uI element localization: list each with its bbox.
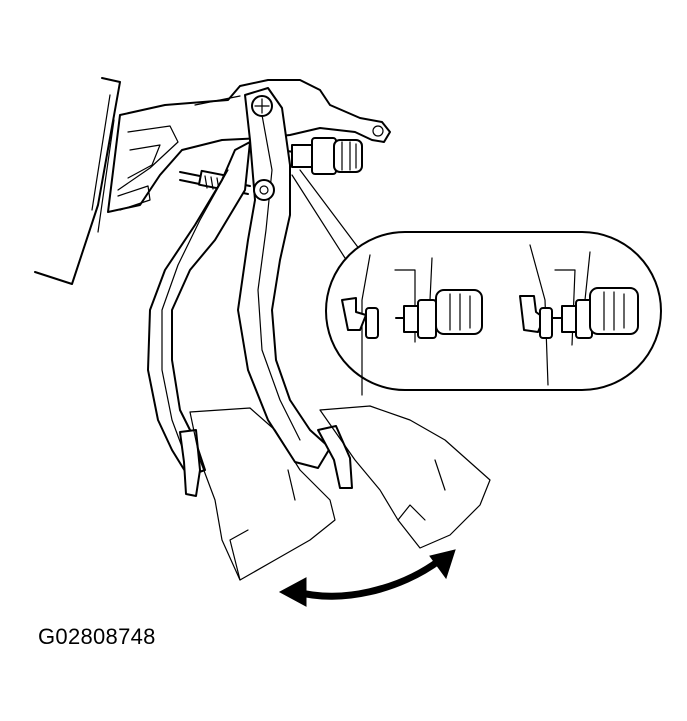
detail-nut-icon-1 (403, 305, 419, 333)
stopper-icon (365, 307, 379, 339)
stop-light-switch (279, 137, 363, 175)
detail-switch-body-icon-1 (417, 299, 437, 339)
pedal-arm-rear (147, 141, 251, 477)
firewall-panel (34, 77, 121, 285)
pedal-pads (179, 425, 353, 497)
figure-id-label: G02808748 (38, 624, 156, 649)
pedal-pad-right (317, 425, 353, 489)
detail-nut-icon-2 (561, 305, 577, 333)
detail-callout (325, 231, 662, 396)
shoe-outline-right (319, 405, 491, 549)
pedal-arm-front (237, 87, 331, 469)
motion-arrow (278, 549, 456, 607)
detail-connector-icon-1 (435, 289, 483, 335)
callout-bubble (325, 231, 662, 391)
shoe-outline-left (189, 407, 336, 581)
switch-connector-icon (333, 139, 363, 173)
detail-view-1 (341, 254, 483, 396)
arrow-head-left-icon (278, 577, 307, 607)
arrow-head-right-icon (429, 549, 456, 580)
bracket-bolt-icon (372, 125, 384, 137)
stopper-icon-2 (539, 307, 553, 339)
switch-nut-icon (291, 144, 313, 168)
detail-view-2 (519, 244, 639, 386)
callout-leaders (291, 169, 361, 259)
pedal-pad-left (179, 429, 201, 497)
pedal-bracket (107, 79, 391, 213)
clevis-pin-icon (253, 179, 275, 201)
switch-body-icon (311, 137, 337, 175)
